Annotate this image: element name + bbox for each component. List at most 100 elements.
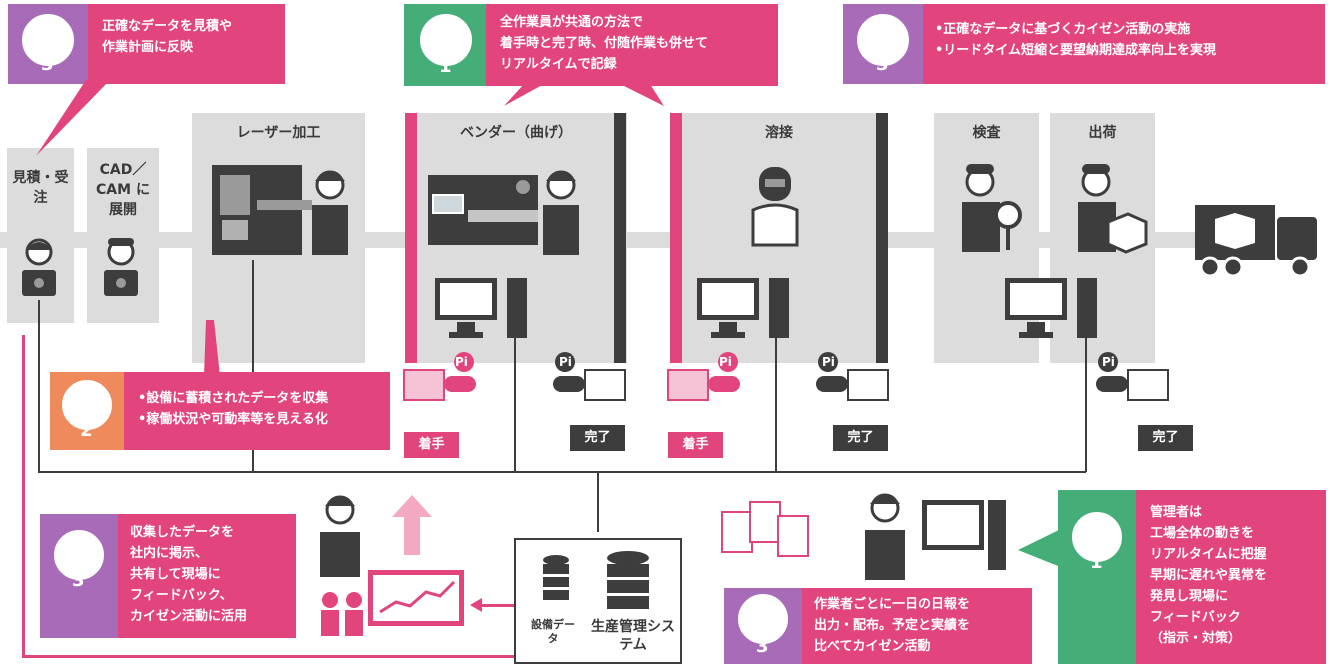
bender-machine-icon xyxy=(428,170,579,255)
callout-line: （指示・対策） xyxy=(1150,631,1242,646)
manager-avatar-icon xyxy=(420,14,472,66)
welder-icon xyxy=(751,167,799,247)
dashboard-chart-icon xyxy=(368,570,464,626)
callout-pointer xyxy=(204,320,220,376)
network-drop xyxy=(38,300,40,472)
callout-line: 共有して現場に xyxy=(130,567,221,582)
callout-manager: 1 管理者は 工場全体の動きを リアルタイムに把握 早期に遅れや異常を 発見し現… xyxy=(1058,490,1326,664)
badge-number: 3 xyxy=(756,636,769,657)
callout-realtime-record: 1 全作業員が共通の方法で 着手時と完了時、付随作業も併せて リアルタイムで記録 xyxy=(404,4,778,86)
scanner-bender-end-icon xyxy=(553,352,626,401)
badge-number: 3 xyxy=(72,570,85,591)
station-estimate: 見積・受注 xyxy=(7,148,74,323)
station-shipping-label: 出荷 xyxy=(1088,125,1117,141)
computer-shipping-icon xyxy=(1005,278,1097,338)
scanner-bender-start-icon xyxy=(403,352,476,401)
callout-line: •正確なデータに基づくカイゼン活動の実施 xyxy=(935,22,1191,37)
bender-start-bar xyxy=(405,113,417,363)
badge-number: 3 xyxy=(876,54,889,75)
callout-line: 出力・配布。予定と実績を xyxy=(814,618,971,633)
manager-avatar-icon xyxy=(54,530,104,580)
badge: 1 xyxy=(1058,490,1136,664)
callout-line: フィードバック、 xyxy=(130,588,233,603)
callout-estimate-feedback: 3 正確なデータを見積や 作業計画に反映 xyxy=(8,4,285,84)
callout-line: 作業者ごとに一日の日報を xyxy=(814,597,971,612)
worker-estimate-icon xyxy=(22,238,56,296)
callout-share-data: 3 収集したデータを 社内に掲示、 共有して現場に フィードバック、 カイゼン活… xyxy=(40,514,296,638)
station-cadcam-label: CAD／CAM に展開 xyxy=(96,162,150,218)
manager-avatar-icon xyxy=(62,380,112,430)
truck-icon xyxy=(1195,205,1317,278)
manager-computer-icon xyxy=(865,493,1006,580)
start-tag: 着手 xyxy=(404,432,459,458)
done-tag: 完了 xyxy=(1138,425,1193,451)
callout-line: カイゼン活動に活用 xyxy=(130,609,248,624)
worker-tablet-icon xyxy=(320,495,360,577)
badge: 2 xyxy=(50,372,124,450)
network-drop xyxy=(1085,335,1087,472)
manager-avatar-icon xyxy=(1072,512,1122,562)
bender-end-bar xyxy=(614,113,626,363)
shipper-icon xyxy=(1078,164,1148,254)
callout-kaizen: 3 •正確なデータに基づくカイゼン活動の実施 •リードタイム短縮と要望納期達成率… xyxy=(843,4,1325,84)
callout-pointer xyxy=(36,80,110,156)
badge-number: 3 xyxy=(41,54,54,75)
server-to-dashboard-arrow xyxy=(478,604,514,607)
badge-number: 1 xyxy=(439,56,452,77)
station-estimate-label: 見積・受注 xyxy=(12,170,69,206)
badge: 3 xyxy=(724,588,802,664)
callout-line: 工場全体の動きを xyxy=(1150,526,1255,541)
scanner-shipping-end-icon xyxy=(1096,352,1169,401)
callout-line: •稼働状況や可動率等を見える化 xyxy=(138,412,328,427)
network-to-server xyxy=(597,472,599,532)
callout-line: 早期に遅れや異常を xyxy=(1150,568,1268,583)
badge-number: 1 xyxy=(1090,552,1103,573)
callout-line: •設備に蓄積されたデータを収集 xyxy=(138,391,329,406)
system-label: 生産管理システム xyxy=(591,619,675,653)
network-drop xyxy=(252,260,254,472)
badge: 3 xyxy=(40,514,118,638)
callout-line: •リードタイム短縮と要望納期達成率向上を実現 xyxy=(935,43,1217,58)
callout-line: 作業計画に反映 xyxy=(102,40,194,55)
station-laser-label: レーザー加工 xyxy=(236,125,321,141)
callout-line: フィードバック xyxy=(1150,610,1241,625)
feedback-line xyxy=(22,335,25,658)
team-icon xyxy=(321,592,363,636)
worker-cadcam-icon xyxy=(104,238,138,296)
laser-machine-icon xyxy=(212,165,348,255)
badge: 1 xyxy=(404,4,486,86)
done-tag: 完了 xyxy=(833,425,888,451)
pi-badge: Pi xyxy=(559,355,572,369)
callout-line: 正確なデータを見積や xyxy=(102,19,233,34)
callout-daily-report: 3 作業者ごとに一日の日報を 出力・配布。予定と実績を 比べてカイゼン活動 xyxy=(724,588,1032,664)
callout-pointer xyxy=(504,84,664,106)
network-drop xyxy=(514,335,516,472)
manager-avatar-icon xyxy=(738,594,788,644)
station-welding-label: 溶接 xyxy=(765,125,793,141)
db-label: 設備データ xyxy=(531,618,575,645)
badge-number: 2 xyxy=(80,420,93,441)
production-system-box: 設備データ 生産管理システム xyxy=(514,538,682,664)
manager-avatar-icon xyxy=(22,14,74,66)
feedback-line xyxy=(22,655,514,658)
computer-bender-icon xyxy=(435,278,527,338)
welding-start-bar xyxy=(670,113,682,363)
network-bus xyxy=(38,471,1086,473)
manager-avatar-icon xyxy=(857,14,909,66)
callout-line: リアルタイムで記録 xyxy=(500,57,617,72)
callout-line: 収集したデータを xyxy=(130,525,235,540)
welding-end-bar xyxy=(876,113,888,363)
done-tag: 完了 xyxy=(570,425,625,451)
callout-line: 発見し現場に xyxy=(1150,589,1229,604)
daily-reports-icon xyxy=(721,501,809,557)
pi-badge: Pi xyxy=(455,355,468,369)
pi-badge: Pi xyxy=(822,355,835,369)
callout-line: 着手時と完了時、付随作業も併せて xyxy=(500,36,709,51)
callout-equipment-data: 2 •設備に蓄積されたデータを収集 •稼働状況や可動率等を見える化 xyxy=(50,372,390,450)
network-drop xyxy=(775,335,777,472)
pi-badge: Pi xyxy=(719,355,732,369)
badge: 3 xyxy=(843,4,923,84)
station-bender-label: ベンダー（曲げ） xyxy=(460,125,572,141)
database-large-icon xyxy=(607,551,649,609)
inspector-icon xyxy=(962,164,1022,252)
